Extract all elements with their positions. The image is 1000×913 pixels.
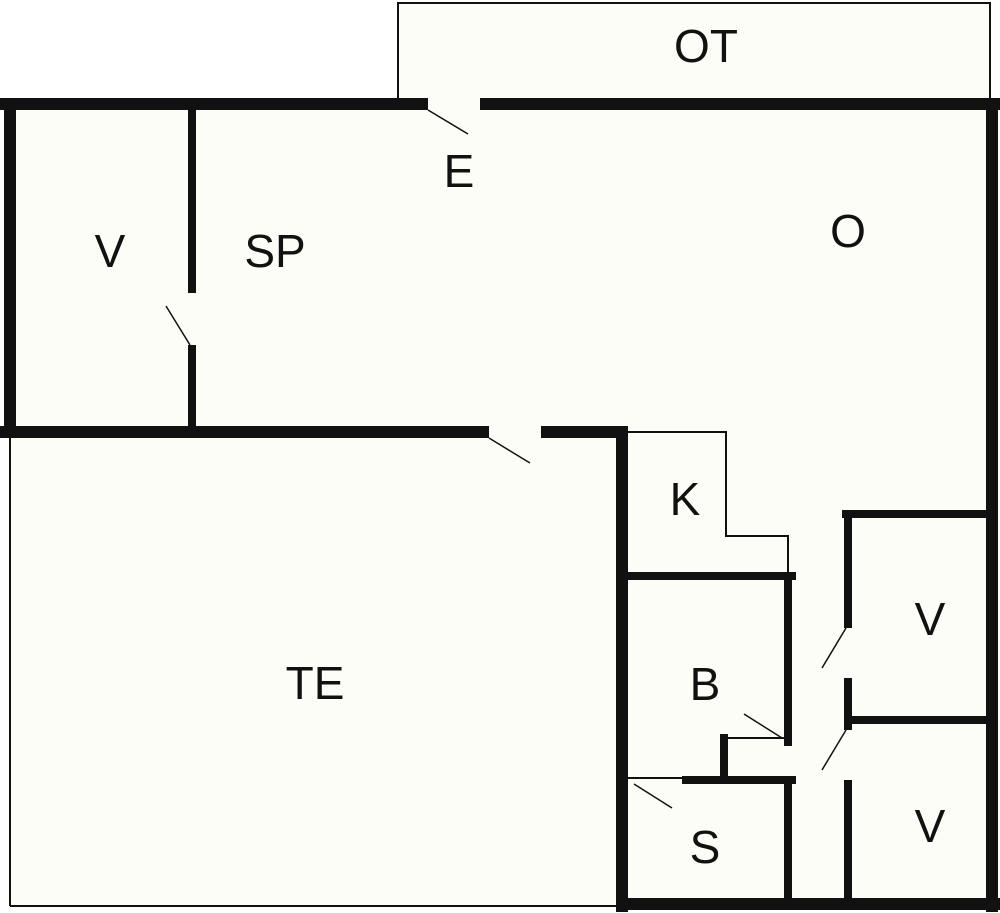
door-te-swing bbox=[488, 437, 531, 464]
room-label-ot: OT bbox=[674, 20, 738, 72]
room-ot-floor bbox=[398, 3, 990, 99]
door-s-swing bbox=[633, 783, 673, 809]
door-v-right-bottom-gap bbox=[844, 730, 853, 780]
door-v-left-gap bbox=[187, 293, 197, 345]
entrance-door-swing bbox=[427, 109, 469, 135]
room-label-e: E bbox=[444, 145, 475, 197]
door-te-gap bbox=[489, 425, 541, 439]
room-label-k: K bbox=[670, 473, 701, 525]
room-label-o: O bbox=[830, 205, 866, 257]
room-main-floor bbox=[10, 104, 992, 432]
door-v-right-top-swing bbox=[821, 627, 847, 669]
room-label-v-right-top: V bbox=[915, 593, 946, 645]
room-label-v-right-bottom: V bbox=[915, 800, 946, 852]
door-b-swing bbox=[743, 713, 783, 739]
room-label-sp: SP bbox=[244, 225, 305, 277]
room-te-floor bbox=[10, 432, 622, 906]
door-v-right-bottom-swing bbox=[821, 729, 847, 771]
room-label-te: TE bbox=[286, 657, 345, 709]
door-v-right-top-gap bbox=[844, 628, 853, 678]
wall-kitchen-outline bbox=[628, 431, 789, 576]
room-label-b: B bbox=[690, 658, 721, 710]
entrance-door-gap bbox=[428, 97, 480, 111]
room-label-v-left: V bbox=[95, 225, 126, 277]
room-label-s: S bbox=[690, 821, 721, 873]
door-v-left-swing bbox=[165, 305, 191, 346]
